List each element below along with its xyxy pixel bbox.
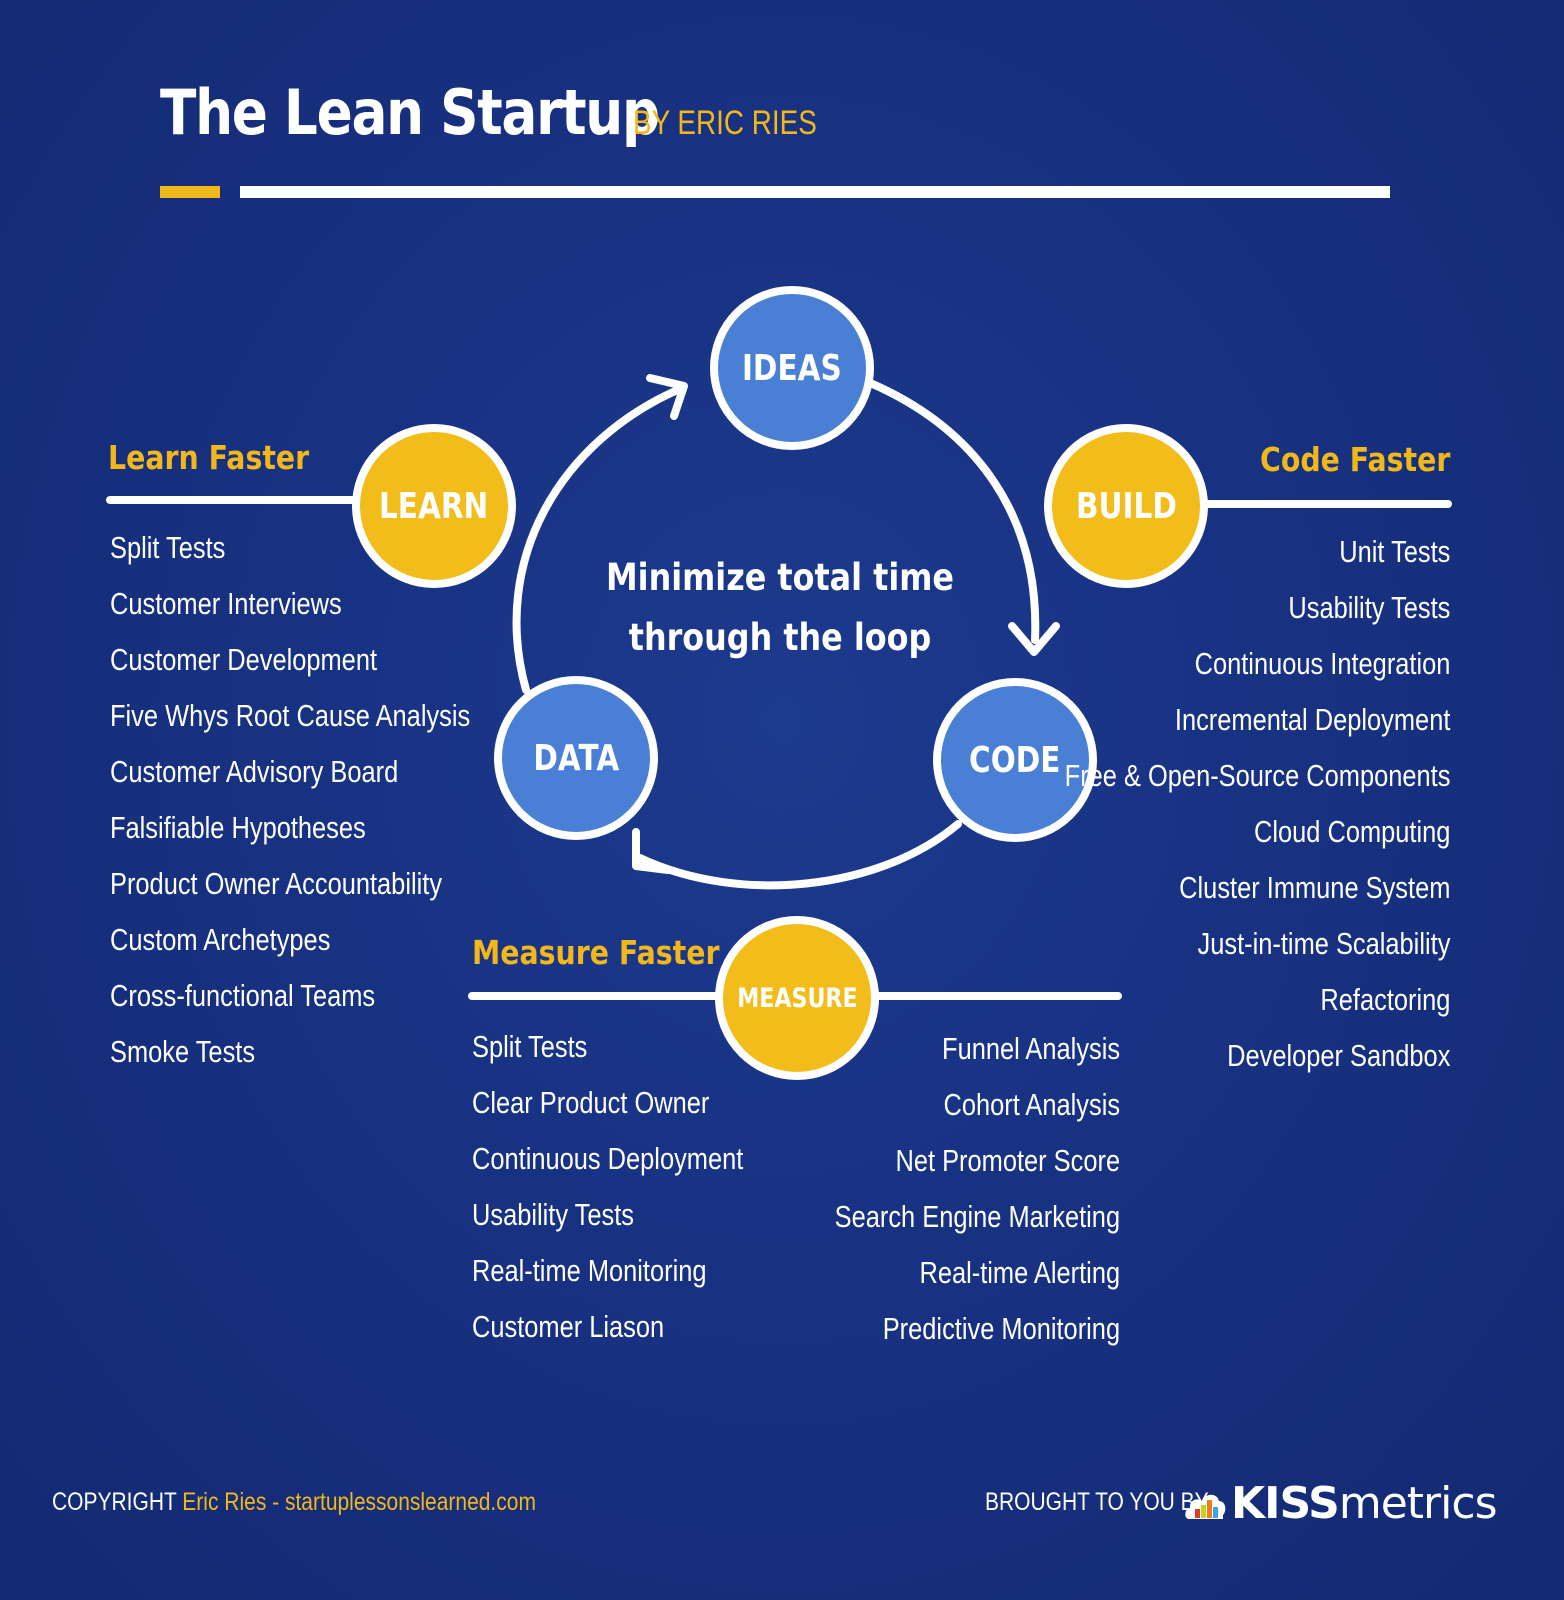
list-item: Continuous Integration [1194, 646, 1450, 681]
list-item: Cloud Computing [1253, 814, 1450, 849]
arrow-ideas-to-code [864, 378, 1040, 644]
list-item: Search Engine Marketing [834, 1199, 1120, 1234]
list-item: Split Tests [472, 1029, 588, 1064]
data-node: DATA [494, 676, 658, 840]
arrow-code-to-data [636, 820, 962, 890]
kissmetrics-logo[interactable]: KISSmetrics [1183, 1478, 1497, 1529]
list-item: Predictive Monitoring [882, 1311, 1120, 1346]
build-stage-circle: BUILD [1044, 424, 1208, 588]
code-faster-heading: Code Faster [1259, 440, 1450, 479]
list-item: Usability Tests [472, 1197, 635, 1232]
center-caption-line-1: Minimize total time [606, 556, 954, 599]
measure-faster-heading: Measure Faster [472, 933, 720, 972]
cloud-bar-chart-icon [1185, 1494, 1226, 1519]
list-item: Net Promoter Score [895, 1143, 1120, 1178]
learn-faster-list: Split Tests Customer Interviews Customer… [110, 520, 549, 1080]
copyright-label: COPYRIGHT [52, 1488, 177, 1516]
measure-faster-list-left: Split Tests Clear Product Owner Continuo… [472, 1019, 803, 1355]
ideas-node-label: IDEAS [742, 347, 842, 389]
list-item: Refactoring [1320, 982, 1450, 1017]
list-item: Developer Sandbox [1226, 1038, 1450, 1073]
data-node-label: DATA [533, 737, 619, 779]
list-item: Real-time Monitoring [472, 1253, 707, 1288]
measure-stage-circle: MEASURE [715, 916, 879, 1080]
list-item: Usability Tests [1287, 590, 1450, 625]
list-item: Real-time Alerting [919, 1255, 1120, 1290]
list-item: Product Owner Accountability [110, 866, 443, 901]
kissmetrics-wordmark: KISSmetrics [1231, 1478, 1497, 1529]
list-item: Smoke Tests [110, 1034, 256, 1069]
list-item: Cohort Analysis [943, 1087, 1120, 1122]
list-item: Five Whys Root Cause Analysis [110, 698, 471, 733]
list-item: Customer Development [110, 642, 378, 677]
list-item: Continuous Deployment [472, 1141, 744, 1176]
learn-stage-circle: LEARN [352, 424, 516, 588]
loop-center-caption: Minimize total time through the loop [560, 548, 1000, 668]
code-node: CODE [933, 678, 1097, 842]
list-item: Unit Tests [1338, 534, 1450, 569]
copyright-notice: COPYRIGHT Eric Ries - startuplessonslear… [52, 1488, 536, 1517]
code-faster-list: Unit Tests Usability Tests Continuous In… [980, 524, 1450, 1084]
list-item: Customer Interviews [110, 586, 342, 621]
author-byline: BY ERIC RIES [633, 104, 817, 142]
list-item: Customer Advisory Board [110, 754, 399, 789]
build-stage-label: BUILD [1075, 485, 1177, 527]
measure-faster-list-right: Funnel Analysis Cohort Analysis Net Prom… [772, 1021, 1120, 1357]
learn-stage-label: LEARN [379, 485, 489, 527]
copyright-owner-link[interactable]: Eric Ries - startuplessonslearned.com [182, 1488, 536, 1516]
list-item: Just-in-time Scalability [1197, 926, 1450, 961]
list-item: Split Tests [110, 530, 226, 565]
list-item: Free & Open-Source Components [1064, 758, 1450, 793]
center-caption-line-2: through the loop [628, 616, 932, 659]
arrow-data-to-ideas [512, 384, 686, 694]
build-connector-line [1190, 500, 1452, 508]
measure-stage-label: MEASURE [736, 982, 858, 1014]
code-node-label: CODE [969, 739, 1061, 781]
title-underline [240, 186, 1390, 198]
list-item: Cross-functional Teams [110, 978, 376, 1013]
ideas-node: IDEAS [710, 286, 874, 450]
list-item: Customer Liason [472, 1309, 665, 1344]
list-item: Falsifiable Hypotheses [110, 810, 366, 845]
list-item: Clear Product Owner [472, 1085, 710, 1120]
sponsor-label: BROUGHT TO YOU BY [985, 1488, 1209, 1516]
title-accent-bar [160, 186, 220, 198]
list-item: Incremental Deployment [1174, 702, 1450, 737]
page-title: The Lean Startup [160, 76, 660, 149]
list-item: Cluster Immune System [1178, 870, 1450, 905]
list-item: Custom Archetypes [110, 922, 331, 957]
measure-connector-line-left [468, 992, 728, 1000]
list-item: Funnel Analysis [941, 1031, 1120, 1066]
learn-faster-heading: Learn Faster [108, 438, 310, 477]
measure-connector-line-right [860, 992, 1122, 1000]
learn-connector-line [106, 496, 366, 504]
